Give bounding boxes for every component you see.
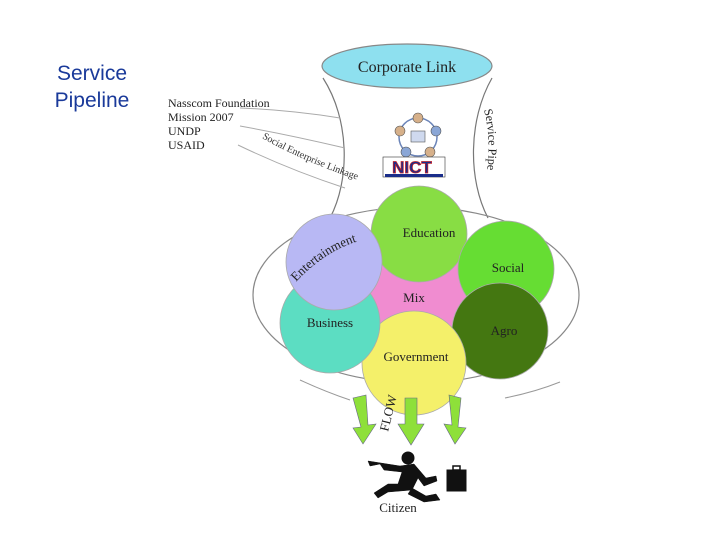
partner-name: USAID: [168, 138, 205, 152]
service-pipe-left-wall: [322, 77, 345, 219]
citizen-label: Citizen: [379, 500, 417, 515]
partner-name: UNDP: [168, 124, 201, 138]
partner-link-curve-1: [239, 107, 341, 119]
corporate-link-label: Corporate Link: [358, 59, 456, 76]
network-people-icon: [394, 112, 442, 158]
service-label: Business: [307, 315, 353, 330]
running-citizen-icon: [367, 451, 467, 503]
svg-text:Service Pipe: Service Pipe: [481, 107, 499, 171]
service-circle-agro: Agro: [451, 282, 549, 380]
mix-label: Mix: [403, 290, 425, 305]
flow-wing-right: [504, 381, 561, 399]
service-label: Government: [384, 349, 449, 364]
partner-link-curve-2: [239, 125, 346, 149]
service-label: Agro: [491, 323, 518, 338]
flow-arrow-right: [443, 394, 467, 445]
service-circle-government: Government: [361, 310, 467, 416]
service-circle-education: Education: [370, 185, 468, 283]
partner-name: Mission 2007: [168, 110, 234, 124]
service-pipe-label: Service Pipe: [481, 107, 499, 171]
service-label: Education: [403, 225, 456, 240]
svg-text:Social Enterprise Linkage: Social Enterprise Linkage: [260, 131, 360, 183]
nict-logo-text: NICT: [392, 158, 432, 177]
page-title: Service Pipeline: [54, 62, 130, 112]
service-pipe-right-wall: [472, 77, 493, 219]
service-label: Social: [492, 260, 525, 275]
partner-name: Nasscom Foundation: [168, 96, 270, 110]
service-circle-entertainment: Entertainment: [285, 213, 383, 311]
social-enterprise-linkage-label: Social Enterprise Linkage: [260, 131, 360, 183]
partner-link-curve-3: [237, 144, 346, 189]
flow-arrow-center: [397, 397, 425, 446]
flow-wing-left: [299, 379, 351, 401]
flow-arrow-left: [352, 394, 377, 445]
nict-logo: NICT: [382, 156, 446, 177]
corporate-link-cap: [321, 43, 493, 89]
